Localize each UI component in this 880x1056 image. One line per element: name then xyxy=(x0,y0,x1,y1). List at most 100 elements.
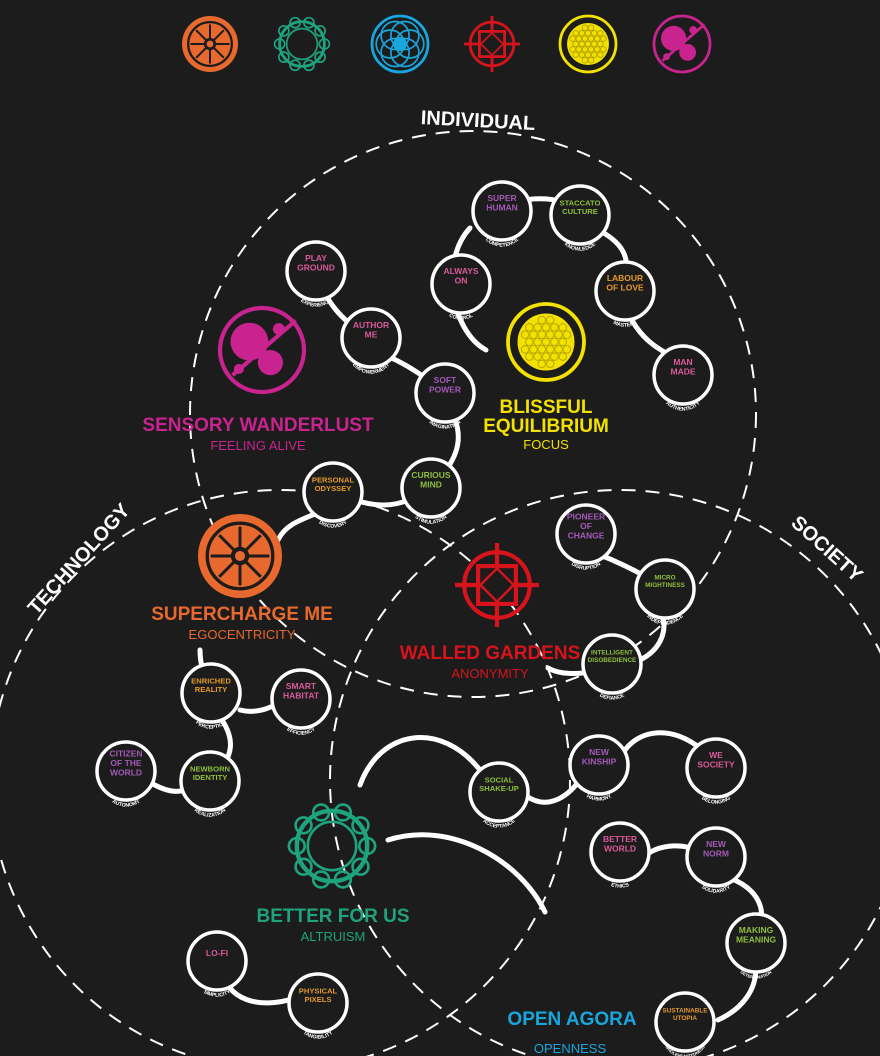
node-label: MIGHTINESS xyxy=(645,582,686,589)
node-ring xyxy=(340,307,402,369)
node-ring xyxy=(652,344,714,406)
node-label: SOFT xyxy=(434,375,457,385)
node-ring xyxy=(270,668,332,730)
node-label: INTELLIGENT xyxy=(591,650,633,657)
node-ring xyxy=(685,737,747,799)
node-ring xyxy=(654,991,716,1053)
node-sustainable: SUSTAINABLEUTOPIAWHOLEHEARTEDNESS xyxy=(654,991,716,1056)
node-label: WORLD xyxy=(110,767,142,777)
better-title: BETTER FOR US xyxy=(256,906,409,927)
node-label: PHYSICAL xyxy=(299,986,338,995)
node-label: SOCIAL xyxy=(485,775,514,784)
individual-circle xyxy=(189,130,757,698)
node-label: SUPER xyxy=(487,193,516,203)
node-ring xyxy=(179,750,241,812)
node-ring xyxy=(555,503,617,565)
open-agora-icon xyxy=(370,14,430,74)
supercharge-subtitle: EGOCENTRICITY xyxy=(189,627,296,642)
node-label: OF THE xyxy=(110,758,141,768)
node-sublabel: MASTERY xyxy=(612,320,638,329)
node-label: PERSONAL xyxy=(312,475,355,484)
node-label: PIONEER xyxy=(567,511,605,521)
node-label: PIXELS xyxy=(304,995,331,1004)
node-sublabel: DEFIANCE xyxy=(598,692,626,701)
node-ring xyxy=(568,734,630,796)
node-sublabel: BELONGING xyxy=(700,795,732,805)
node-label: DISOBEDIENCE xyxy=(588,657,637,664)
node-ring xyxy=(634,558,696,620)
node-sublabel: IMAGINATION xyxy=(428,419,462,430)
node-label: LO-FI xyxy=(206,948,228,958)
supercharge-cluster-icon xyxy=(198,514,282,598)
node-label: ME xyxy=(365,330,378,340)
node-label: ALWAYS xyxy=(443,266,478,276)
walled-cluster-icon xyxy=(455,543,539,627)
node-label: POWER xyxy=(429,385,461,395)
cluster-titles: SENSORY WANDERLUST FEELING ALIVE BLISSFU… xyxy=(142,397,636,1056)
walled-title: WALLED GARDENS xyxy=(400,643,581,664)
node-label: IDENTITY xyxy=(193,773,228,782)
node-label: CITIZEN xyxy=(109,748,142,758)
nodes: SUPERHUMANCOMPETENCESTACCATOCULTUREKNOWL… xyxy=(95,180,787,1056)
node-label: SOCIETY xyxy=(697,760,735,770)
individual-label: INDIVIDUAL xyxy=(420,107,535,135)
node-label: PLAY xyxy=(305,253,327,263)
sensory-subtitle: FEELING ALIVE xyxy=(210,438,306,453)
node-label: ON xyxy=(455,276,468,286)
node-sublabel: SIMPLICITY xyxy=(202,989,232,999)
node-label: MIND xyxy=(420,480,442,490)
node-ring xyxy=(685,826,747,888)
better-subtitle: ALTRUISM xyxy=(301,929,366,944)
node-label: HABITAT xyxy=(283,691,320,701)
node-label: ENRICHED xyxy=(191,676,231,685)
node-label: OF LOVE xyxy=(606,283,644,293)
node-ring xyxy=(471,180,533,242)
sensory-icon xyxy=(652,14,712,74)
node-ring xyxy=(468,761,530,823)
blissful-subtitle: FOCUS xyxy=(523,437,569,452)
node-sublabel: AUTONOMY xyxy=(111,798,142,808)
icon-row xyxy=(182,14,712,74)
blissful-cluster-icon xyxy=(506,302,586,382)
node-ring xyxy=(589,821,651,883)
node-label: SUSTAINABLE xyxy=(663,1008,709,1015)
node-sublabel: EFFICIENCY xyxy=(285,726,317,737)
sensory-title: SENSORY WANDERLUST xyxy=(142,415,374,436)
venn-circles xyxy=(0,130,880,1056)
sensory-cluster-icon xyxy=(217,305,307,395)
better-cluster-icon xyxy=(287,803,377,889)
node-label: HUMAN xyxy=(486,203,518,213)
node-label: MADE xyxy=(670,367,695,377)
node-label: NORM xyxy=(703,849,729,859)
node-label: WORLD xyxy=(604,844,636,854)
technology-circle xyxy=(0,489,571,1056)
node-lo-fi: LO-FI SIMPLICITY xyxy=(186,930,248,999)
node-label: REALITY xyxy=(195,685,228,694)
node-ring xyxy=(725,912,787,974)
node-label: ODYSSEY xyxy=(315,484,352,493)
node-sublabel: REALIZATION xyxy=(193,807,227,818)
node-ring xyxy=(285,240,347,302)
node-label: STACCATO xyxy=(560,198,601,207)
node-label: MEANING xyxy=(736,935,777,945)
node-sublabel: SOLIDARITY xyxy=(700,884,732,895)
node-label: BETTER xyxy=(603,834,637,844)
